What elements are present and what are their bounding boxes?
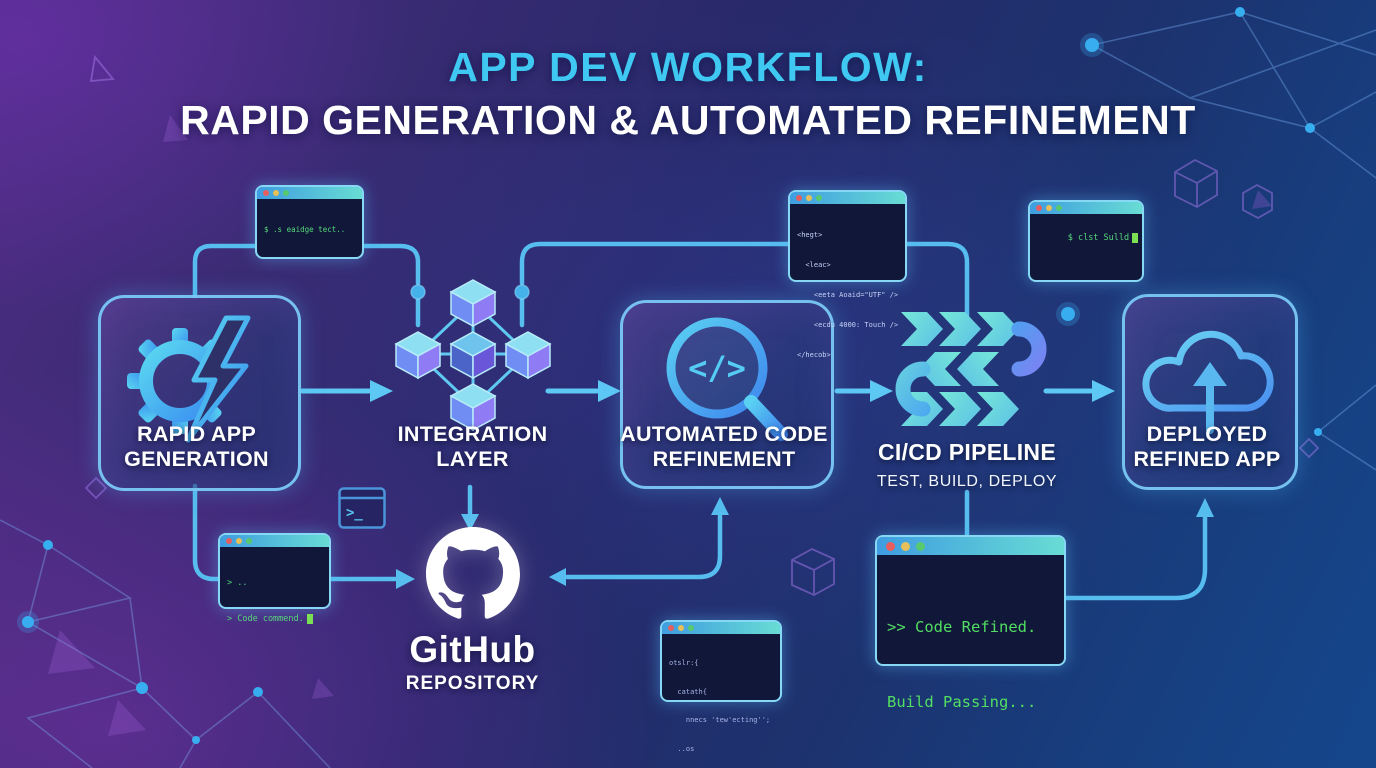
title-line-2: RAPID GENERATION & AUTOMATED REFINEMENT — [180, 97, 1196, 143]
traffic-light-dots — [257, 187, 362, 199]
automated-code-refinement-label: AUTOMATED CODE REFINEMENT — [620, 422, 828, 471]
connector-integration-to-cicd — [519, 241, 970, 343]
rapid-app-generation-label: RAPID APP GENERATION — [124, 422, 269, 471]
terminal-window-build: $ clst Sulld — [1028, 200, 1144, 282]
terminal-prompt-icon: >_ — [338, 487, 386, 529]
connector-rapid-to-terminal4 — [192, 483, 222, 582]
arrowhead-left-github — [549, 568, 566, 586]
pipeline-chevrons-icon — [895, 312, 1047, 426]
node-dot — [410, 284, 426, 300]
title-line-1: APP DEV WORKFLOW: — [448, 44, 928, 90]
svg-text:>_: >_ — [346, 505, 363, 521]
traffic-light-dots — [662, 622, 780, 634]
github-repository-node: GitHub REPOSITORY — [380, 527, 565, 695]
connector-node-stubs — [415, 296, 525, 328]
connector-terminal1-to-integration — [357, 243, 421, 286]
terminal-window-refined: >> Code Refined. Build Passing... — [875, 535, 1066, 711]
cicd-pipeline-sub-label: TEST, BUILD, DEPLOY — [876, 473, 1058, 490]
automated-code-refinement-box — [620, 300, 834, 489]
traffic-light-dots — [790, 192, 905, 204]
traffic-light-dots — [877, 537, 1064, 555]
cloud-upload-icon — [1142, 330, 1274, 434]
github-name: GitHub — [409, 629, 536, 670]
github-repository-label: REPOSITORY — [405, 673, 540, 694]
code-magnifier-icon: </> — [666, 317, 788, 441]
terminal-window-generate: $ .s eaidge tect.. — [255, 185, 364, 259]
connector-rapid-to-terminal1 — [192, 243, 258, 299]
page-title: APP DEV WORKFLOW: RAPID GENERATION & AUT… — [0, 44, 1376, 144]
arrowhead-down-github — [461, 514, 479, 531]
cicd-pipeline-label: CI/CD PIPELINE TEST, BUILD, DEPLOY — [862, 440, 1072, 494]
connector-terminal5-to-deployed — [1060, 515, 1208, 601]
arrowhead-up-refine — [711, 497, 729, 515]
terminal-window-html: <hegt> <leac> <eeta Aoaid="UTF" /> <ecdu… — [788, 190, 907, 359]
terminal-cursor — [1132, 233, 1139, 243]
svg-text:</>: </> — [688, 349, 746, 387]
arrowhead-right-github — [396, 569, 415, 589]
terminal-cursor — [306, 614, 313, 624]
deployed-refined-app-label: DEPLOYED REFINED APP — [1133, 422, 1281, 471]
connector-refine-github — [564, 513, 723, 580]
github-octocat-icon — [425, 527, 520, 619]
integration-layer-label: INTEGRATION LAYER — [397, 422, 548, 471]
rapid-app-generation-box — [98, 295, 301, 491]
terminal-window-command: > .. > Code commend. — [218, 533, 331, 624]
node-dot — [514, 284, 530, 300]
traffic-light-dots — [220, 535, 329, 547]
gear-lightning-icon — [127, 315, 251, 443]
terminal-window-code: otslr:{ catath{ nnecs 'tew'ecting''; ..o… — [660, 620, 782, 753]
cube-network-icon — [394, 279, 552, 432]
arrowhead-up-deployed — [1196, 498, 1214, 517]
traffic-light-dots — [1030, 202, 1142, 214]
